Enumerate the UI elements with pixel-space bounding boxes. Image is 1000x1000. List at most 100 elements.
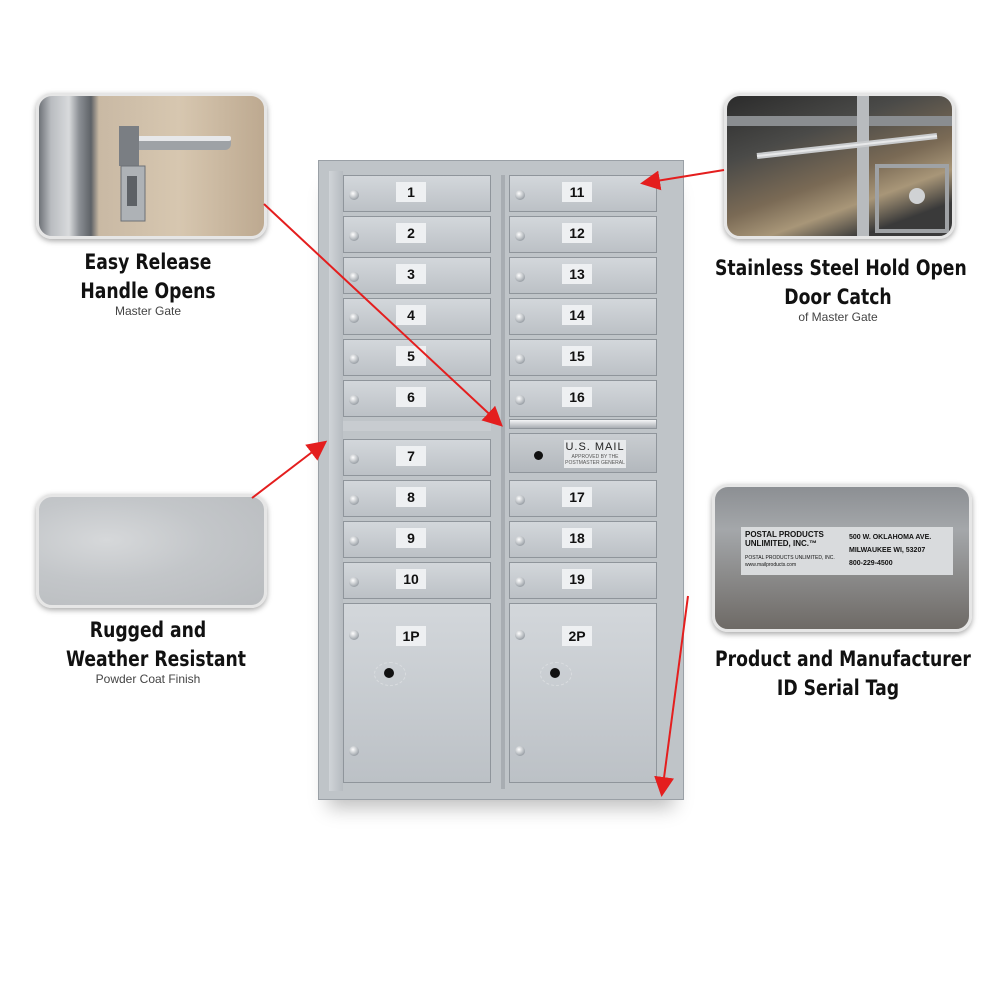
catch-title-line1: Stainless Steel Hold Open [715, 256, 967, 280]
handle-title-line2: Handle Opens [80, 279, 216, 303]
lock-icon [515, 536, 525, 546]
tag-title-line1: Product and Manufacturer [715, 647, 971, 671]
lock-icon [515, 313, 525, 323]
mailbox-door-3[interactable]: 3 [343, 257, 491, 294]
mailbox-door-16[interactable]: 16 [509, 380, 657, 417]
catch-callout-subtitle: of Master Gate [798, 310, 878, 324]
parcel-keyhole-icon [384, 668, 394, 678]
lock-icon [349, 495, 359, 505]
door-number-label: 6 [396, 387, 426, 407]
lock-icon [515, 354, 525, 364]
lock-icon [515, 577, 525, 587]
door-number-label: 4 [396, 305, 426, 325]
door-number-label: 12 [562, 223, 592, 243]
door-number-label: 14 [562, 305, 592, 325]
mailbox-door-12[interactable]: 12 [509, 216, 657, 253]
parcel-keyhole-ring [374, 662, 406, 686]
mailbox-door-15[interactable]: 15 [509, 339, 657, 376]
handle-closeup-image [36, 93, 267, 239]
door-number-label: 5 [396, 346, 426, 366]
tag-phone: 800-229-4500 [849, 560, 893, 567]
mailbox-door-9[interactable]: 9 [343, 521, 491, 558]
mailbox-door-13[interactable]: 13 [509, 257, 657, 294]
door-number-label: 18 [562, 528, 592, 548]
parcel-keyhole-ring [540, 662, 572, 686]
mailbox-door-5[interactable]: 5 [343, 339, 491, 376]
parcel-keyhole-icon [550, 668, 560, 678]
gate-crossbar [343, 421, 491, 431]
lock-icon [515, 231, 525, 241]
finish-title-line2: Weather Resistant [66, 647, 247, 671]
lock-icon [515, 630, 525, 640]
finish-arrow [251, 440, 328, 499]
us-mail-fine-print-1: APPROVED BY THE [571, 454, 619, 460]
door-number-label: 10 [396, 569, 426, 589]
us-mail-label: U.S. MAIL [565, 441, 625, 453]
keyhole-icon [534, 451, 543, 460]
parcel-locker-1P[interactable]: 1P [343, 603, 491, 783]
lock-icon [349, 313, 359, 323]
handle-callout-subtitle: Master Gate [114, 304, 182, 318]
parcel-number-label: 1P [396, 626, 426, 646]
mailbox-door-2[interactable]: 2 [343, 216, 491, 253]
serial-tag-plate: POSTAL PRODUCTS UNLIMITED, INC.™ POSTAL … [741, 527, 953, 575]
tag-address-line2: MILWAUKEE WI, 53207 [849, 547, 926, 554]
outgoing-mail-slot[interactable] [509, 419, 657, 429]
handle-callout-title: Easy Release Handle Opens [66, 248, 230, 306]
parcel-number-label: 2P [562, 626, 592, 646]
lock-icon [349, 231, 359, 241]
tag-title-line2: ID Serial Tag [776, 676, 900, 700]
lock-icon [349, 746, 359, 756]
tag-website: www.mailproducts.com [745, 562, 797, 568]
mailbox-door-19[interactable]: 19 [509, 562, 657, 599]
mailbox-door-14[interactable]: 14 [509, 298, 657, 335]
powder-coat-swatch-image [36, 494, 267, 608]
door-number-label: 8 [396, 487, 426, 507]
door-number-label: 13 [562, 264, 592, 284]
lock-icon [515, 395, 525, 405]
mailbox-door-7[interactable]: 7 [343, 439, 491, 476]
door-number-label: 3 [396, 264, 426, 284]
parcel-locker-2P[interactable]: 2P [509, 603, 657, 783]
lock-icon [349, 272, 359, 282]
door-number-label: 11 [562, 182, 592, 202]
lock-icon [349, 395, 359, 405]
release-handle-icon [119, 126, 231, 222]
handle-title-line1: Easy Release [84, 250, 212, 274]
lock-icon [349, 536, 359, 546]
mailbox-door-18[interactable]: 18 [509, 521, 657, 558]
lock-icon [349, 354, 359, 364]
mailbox-door-11[interactable]: 11 [509, 175, 657, 212]
door-number-label: 7 [396, 446, 426, 466]
door-number-label: 9 [396, 528, 426, 548]
mailbox-door-6[interactable]: 6 [343, 380, 491, 417]
finish-title-line1: Rugged and [89, 618, 207, 642]
door-catch-icon [727, 96, 952, 236]
mailbox-door-8[interactable]: 8 [343, 480, 491, 517]
tag-address-line1: 500 W. OKLAHOMA AVE. [849, 534, 932, 541]
lock-icon [349, 577, 359, 587]
door-number-label: 1 [396, 182, 426, 202]
master-gate-pole [329, 171, 343, 791]
door-number-label: 15 [562, 346, 592, 366]
us-mail-fine-print-2: POSTMASTER GENERAL [565, 460, 625, 466]
catch-callout-title: Stainless Steel Hold Open Door Catch [715, 254, 967, 312]
lock-icon [515, 746, 525, 756]
mailbox-door-10[interactable]: 10 [343, 562, 491, 599]
door-catch-image [724, 93, 955, 239]
mailbox-door-4[interactable]: 4 [343, 298, 491, 335]
door-number-label: 2 [396, 223, 426, 243]
lock-icon [349, 630, 359, 640]
lock-icon [349, 190, 359, 200]
mailbox-door-1[interactable]: 1 [343, 175, 491, 212]
finish-callout-title: Rugged and Weather Resistant [66, 616, 246, 674]
door-number-label: 19 [562, 569, 592, 589]
tag-brand-line2: UNLIMITED, INC.™ [745, 539, 817, 548]
lock-icon [515, 495, 525, 505]
lock-icon [515, 190, 525, 200]
tag-brand-line1: POSTAL PRODUCTS [745, 530, 824, 539]
serial-tag-image: POSTAL PRODUCTS UNLIMITED, INC.™ POSTAL … [712, 484, 972, 632]
mailbox-door-17[interactable]: 17 [509, 480, 657, 517]
